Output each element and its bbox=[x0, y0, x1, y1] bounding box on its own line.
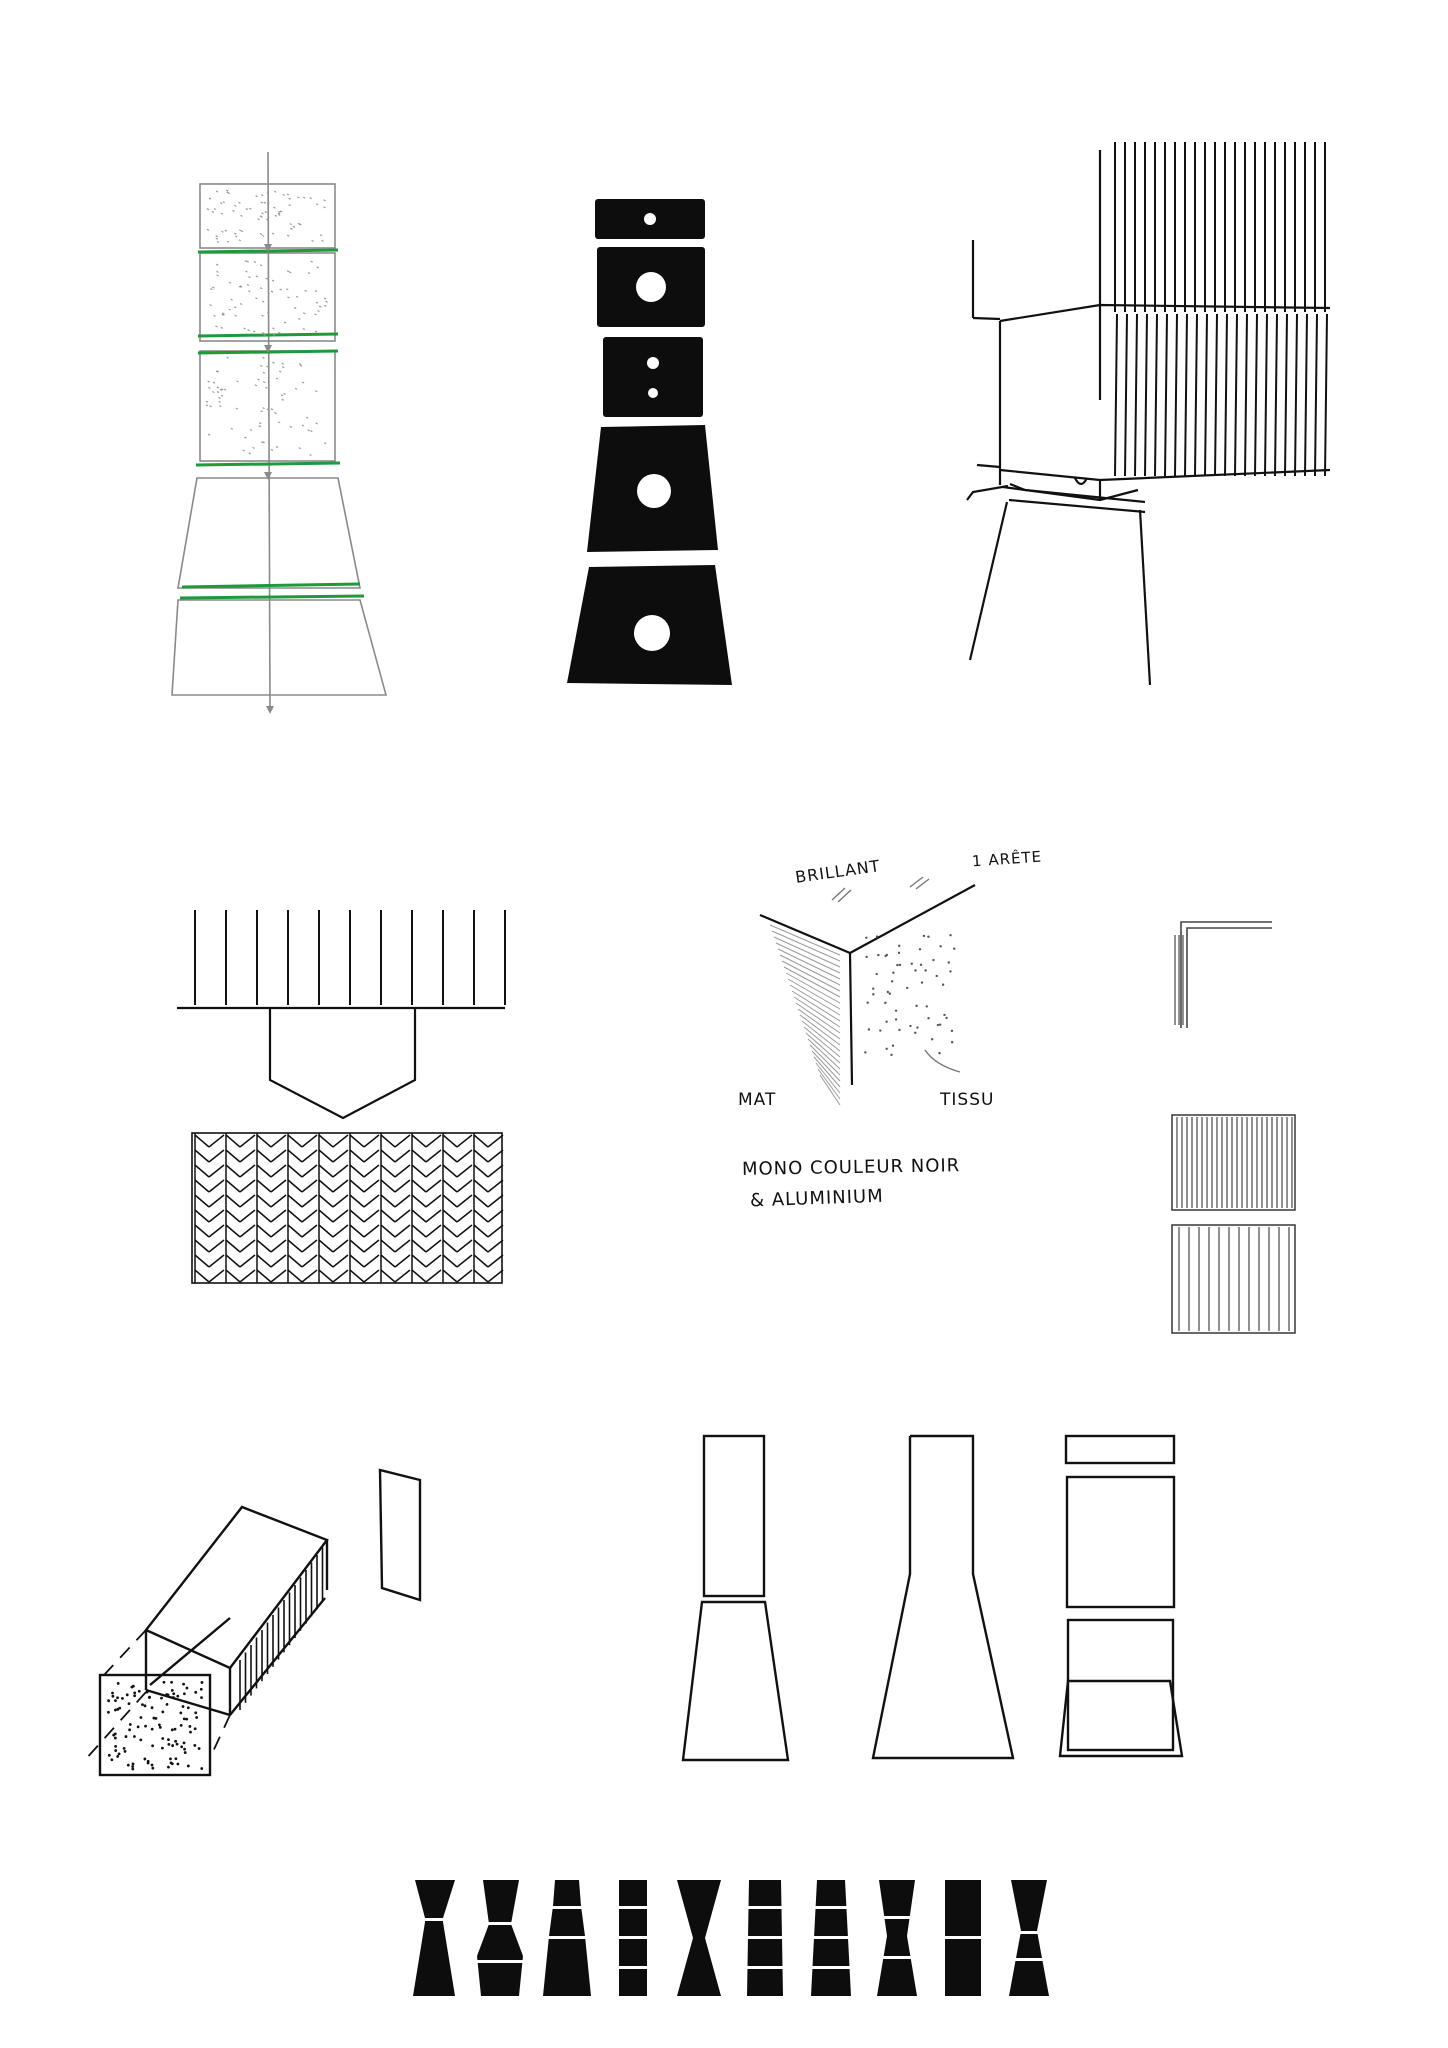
stack-thumbnail bbox=[603, 1880, 663, 1996]
stack-thumbnail bbox=[735, 1880, 795, 1996]
corner-material-sketch bbox=[759, 876, 976, 1106]
black-totem-sketch bbox=[567, 199, 732, 685]
stack-thumbnail bbox=[677, 1880, 721, 1996]
label-mono-line2: & ALUMINIUM bbox=[749, 1185, 885, 1212]
stack-thumbnail bbox=[999, 1880, 1059, 1996]
perspective-cabinet-sketch bbox=[966, 142, 1331, 686]
comb-chevron-sketch bbox=[177, 910, 506, 1284]
stack-thumbnail bbox=[537, 1880, 597, 1996]
stack-thumbnail bbox=[471, 1880, 531, 1996]
label-arete: 1 ARÊTE bbox=[971, 847, 1043, 871]
stack-thumbnail-row bbox=[405, 1880, 1059, 1996]
pencil-swatches-sketch bbox=[1171, 921, 1296, 1334]
stack-thumbnail bbox=[867, 1880, 927, 1996]
pencil-elevation-sketch bbox=[171, 151, 388, 714]
isometric-box-sketch bbox=[84, 1468, 422, 1777]
stack-thumbnail bbox=[933, 1880, 993, 1996]
label-mono-line1: MONO COULEUR NOIR bbox=[741, 1155, 961, 1180]
label-mat: MAT bbox=[738, 1090, 777, 1110]
label-tissu: TISSU bbox=[940, 1090, 995, 1110]
stack-thumbnail bbox=[405, 1880, 465, 1996]
outline-silhouettes-sketch bbox=[681, 1434, 1184, 1762]
stack-thumbnail bbox=[801, 1880, 861, 1996]
